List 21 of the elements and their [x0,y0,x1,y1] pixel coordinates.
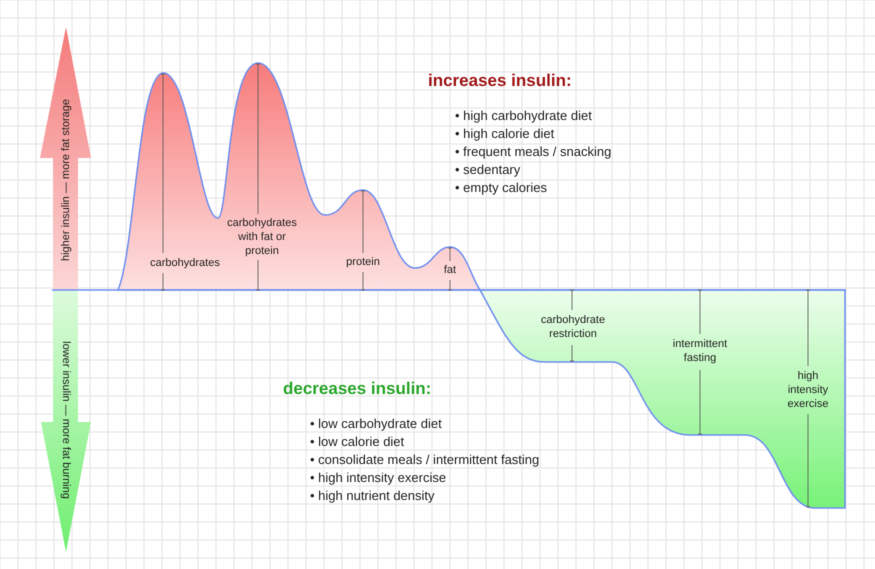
bullet-item: • sedentary [455,162,520,178]
area-label: high intensity exercise [786,369,830,411]
bullet-item: • high carbohydrate diet [455,108,592,124]
area-label: fat [444,263,456,277]
bullet-item: • high calorie diet [455,126,554,142]
area-label: carbohydrate restriction [540,313,606,341]
bullet-item: • consolidate meals / intermittent fasting [310,452,540,468]
bullet-item: • high intensity exercise [310,470,446,486]
area-label: carbohydrates with fat or protein [226,216,298,258]
axis-label: lower insulin — more fat burning [59,341,74,499]
bullet-item: • high nutrient density [310,488,435,504]
bullet-item: • low carbohydrate diet [310,416,442,432]
bullet-item: • empty calories [455,180,547,196]
bullet-item: • low calorie diet [310,434,404,450]
axis-label: higher insulin — more fat storage [58,98,73,262]
area-label: intermittent fasting [672,337,728,365]
heading: decreases insulin: [283,378,432,400]
bullet-item: • frequent meals / snacking [455,144,612,160]
area-label: protein [346,255,380,269]
heading: increases insulin: [428,70,572,92]
area-label: carbohydrates [150,256,220,270]
